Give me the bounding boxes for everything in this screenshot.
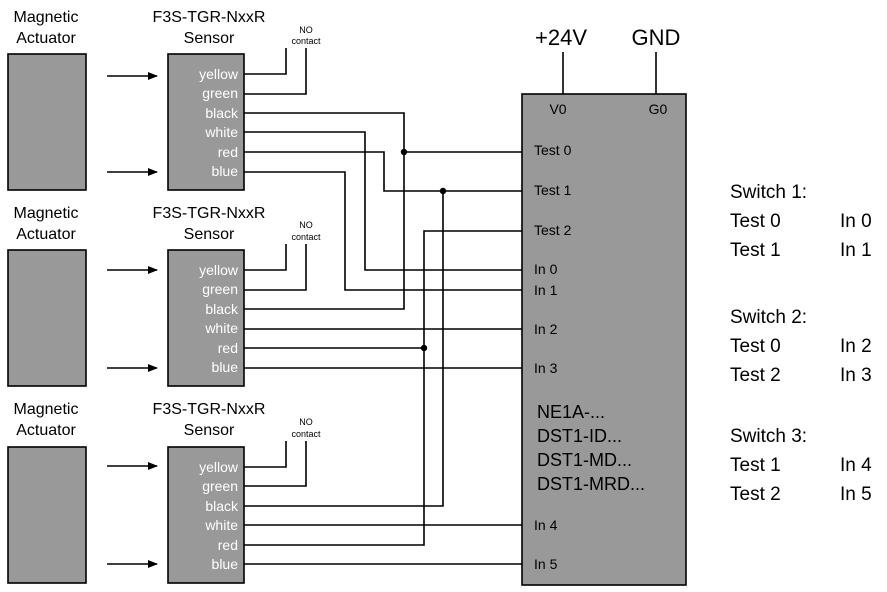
actuator-label-line1: Magnetic [14,401,79,418]
no-contact-wire-yellow [244,441,287,468]
controller-box [521,93,687,586]
controller-module: +24V GND V0 G0 Test 0 Test 1 Test 2 In 0… [521,25,687,586]
wire-label-red: red [218,537,238,553]
switch-3-row-2-in: In 5 [840,484,872,505]
magnetic-actuator-box [7,446,87,584]
sensor-box [167,249,245,387]
wire-label-blue: blue [212,556,239,572]
controller-wiring [244,112,522,565]
no-contact-label-line2: contact [291,36,321,46]
model-label-2: DST1-ID... [537,426,622,446]
junction-dot [400,148,408,156]
wire-label-white: white [204,517,238,533]
wire-label-black: black [205,105,239,121]
terminal-in-2: In 2 [534,321,558,337]
no-contact-label-line1: NO [299,220,313,230]
wire-s1-red-to-test1 [244,151,522,192]
no-contact-label-line2: contact [291,232,321,242]
switch-3-row-2-test: Test 2 [730,484,781,505]
actuator-label-line2: Actuator [16,422,76,439]
wire-label-blue: blue [212,163,239,179]
switch-1-row-1-test: Test 0 [730,211,781,232]
wire-label-red: red [218,340,238,356]
terminal-test-2: Test 2 [534,222,572,238]
switch-2-row-2-test: Test 2 [730,365,781,386]
wire-label-white: white [204,124,238,140]
switch-table: Switch 1: Test 0 In 0 Test 1 In 1 Switch… [730,182,872,505]
sensor-label-line2: Sensor [184,226,235,243]
magnetic-actuator-box [7,53,87,191]
actuator-label-line1: Magnetic [14,9,79,26]
wire-label-red: red [218,144,238,160]
switch-1-row-1-in: In 0 [840,211,872,232]
terminal-test-1: Test 1 [534,182,572,198]
wire-label-green: green [202,85,238,101]
junction-dot [420,344,428,352]
no-contact-wire-yellow [244,48,287,75]
no-contact-label-line2: contact [291,429,321,439]
switch-1-row-2-in: In 1 [840,240,872,261]
model-label-4: DST1-MRD... [537,474,645,494]
sensor-group-3: Magnetic Actuator F3S-TGR-NxxR Sensor NO… [7,401,321,584]
terminal-in-0: In 0 [534,261,558,277]
actuator-label-line1: Magnetic [14,205,79,222]
wire-s1-blue-to-in1 [244,171,522,291]
sensor-label-line2: Sensor [184,422,235,439]
terminal-in-4: In 4 [534,517,558,533]
wire-s1-white-to-in0 [244,131,522,271]
switch-2-row-2-in: In 3 [840,365,872,386]
actuator-label-line2: Actuator [16,30,76,47]
wire-s3-black-to-test1 [244,191,444,507]
no-contact-wire-yellow [244,244,287,271]
sensor-box [167,53,245,191]
sensor-label-line1: F3S-TGR-NxxR [153,9,266,26]
switch-2-title: Switch 2: [730,307,807,328]
model-label-3: DST1-MD... [537,450,632,470]
sensor-label-line1: F3S-TGR-NxxR [153,401,266,418]
wire-label-green: green [202,478,238,494]
switch-2-row-1-test: Test 0 [730,336,781,357]
wire-label-black: black [205,301,239,317]
switch-3-row-1-in: In 4 [840,455,872,476]
wire-label-yellow: yellow [199,66,239,82]
wire-label-blue: blue [212,359,239,375]
wire-label-yellow: yellow [199,262,239,278]
actuator-label-line2: Actuator [16,226,76,243]
sensor-label-line2: Sensor [184,30,235,47]
switch-1-title: Switch 1: [730,182,807,203]
power-supply-label: +24V [535,25,587,50]
terminal-test-0: Test 0 [534,142,572,158]
magnetic-actuator-box [7,249,87,387]
terminal-g0: G0 [649,101,668,117]
ground-label: GND [632,25,681,50]
model-label-1: NE1A-... [537,402,605,422]
wire-label-white: white [204,320,238,336]
wire-label-green: green [202,281,238,297]
wire-label-black: black [205,498,239,514]
terminal-v0: V0 [549,101,566,117]
terminal-in-5: In 5 [534,556,558,572]
wire-s2-black-to-test0 [244,152,405,310]
sensor-label-line1: F3S-TGR-NxxR [153,205,266,222]
switch-2-row-1-in: In 2 [840,336,872,357]
switch-3-row-1-test: Test 1 [730,455,781,476]
junction-dot [439,187,447,195]
sensor-group-2: Magnetic Actuator F3S-TGR-NxxR Sensor NO… [7,205,321,387]
switch-3-title: Switch 3: [730,426,807,447]
sensor-box [167,446,245,584]
no-contact-wire-green [244,48,307,95]
switch-1-row-2-test: Test 1 [730,240,781,261]
wire-s1-black-to-test0 [244,112,405,152]
sensor-group-1: Magnetic Actuator F3S-TGR-NxxR Sensor NO… [7,9,321,191]
terminal-in-1: In 1 [534,282,558,298]
terminal-in-3: In 3 [534,360,558,376]
wire-label-yellow: yellow [199,459,239,475]
no-contact-label-line1: NO [299,417,313,427]
no-contact-label-line1: NO [299,25,313,35]
no-contact-wire-green [244,441,307,487]
no-contact-wire-green [244,244,307,291]
wire-s3-red-to-test2 [244,348,425,546]
